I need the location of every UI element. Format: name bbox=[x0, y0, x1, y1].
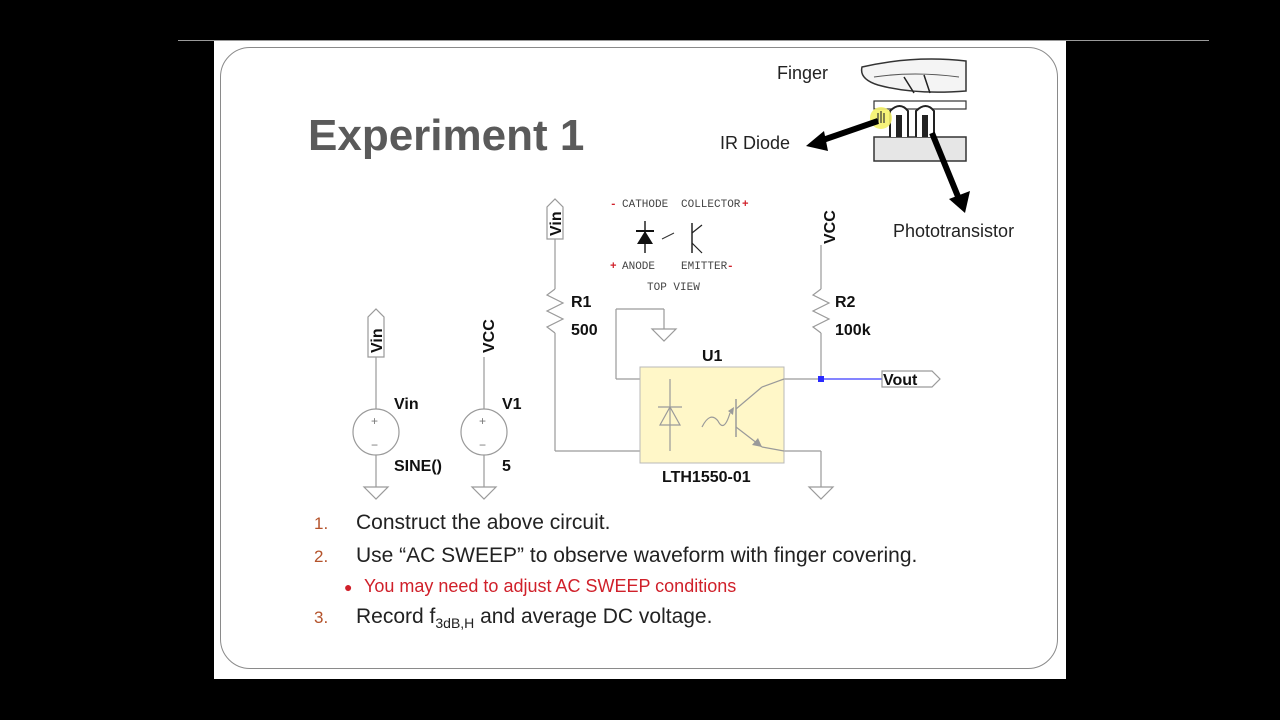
pinout-diagram: - CATHODE COLLECTOR + + ANODE EMITTER - … bbox=[610, 199, 749, 294]
r2-value: 100k bbox=[835, 322, 871, 339]
phototransistor-arrow bbox=[929, 131, 970, 213]
emitter-text: EMITTER bbox=[681, 261, 728, 273]
slide-frame bbox=[220, 47, 1058, 669]
pinout-diode-icon bbox=[636, 221, 675, 253]
ground-icons-left bbox=[362, 486, 498, 500]
u1-name: U1 bbox=[702, 348, 723, 365]
ground-icons-main bbox=[650, 328, 835, 500]
emitter-sign: - bbox=[727, 261, 734, 273]
r1-name: R1 bbox=[571, 294, 592, 311]
left-sources-wires bbox=[375, 357, 485, 487]
r2-name: R2 bbox=[835, 294, 856, 311]
anode-text: ANODE bbox=[622, 261, 655, 273]
vin-tag-top: Vin bbox=[546, 198, 565, 240]
circuit-diagram: - CATHODE COLLECTOR + + ANODE EMITTER - … bbox=[352, 58, 970, 500]
svg-text:+: + bbox=[479, 414, 486, 428]
vin-source-value: SINE() bbox=[394, 458, 442, 475]
v1-source-symbol: + − bbox=[460, 408, 508, 456]
vout-node bbox=[818, 376, 824, 382]
cathode-text: CATHODE bbox=[622, 199, 669, 211]
svg-text:Vout: Vout bbox=[883, 372, 918, 389]
v1-source-value: 5 bbox=[502, 458, 511, 475]
svg-text:−: − bbox=[371, 438, 378, 452]
vcc-tag-top: VCC bbox=[822, 210, 839, 244]
vin-source-symbol: + − bbox=[352, 408, 400, 456]
svg-text:Vin: Vin bbox=[548, 211, 565, 236]
pinout-transistor-icon bbox=[691, 223, 703, 254]
finger-sketch bbox=[860, 58, 967, 162]
u1-part: LTH1550-01 bbox=[662, 469, 751, 486]
v1-source-name: V1 bbox=[502, 396, 522, 413]
step-2: 2.Use “AC SWEEP” to observe waveform wit… bbox=[314, 544, 918, 567]
svg-text:+: + bbox=[371, 414, 378, 428]
slide: Experiment 1 Finger IR Diode Phototransi… bbox=[214, 41, 1066, 679]
slide-title: Experiment 1 bbox=[308, 111, 585, 160]
collector-text: COLLECTOR bbox=[681, 199, 741, 211]
step-3: 3.Record f3dB,H and average DC voltage. bbox=[314, 605, 713, 632]
ir-diode-arrow bbox=[806, 118, 879, 151]
anode-sign: + bbox=[610, 261, 617, 273]
main-wires bbox=[545, 239, 831, 487]
vin-source-name: Vin bbox=[394, 396, 419, 413]
finger-label: Finger bbox=[777, 63, 829, 83]
step-2-bullet: ●You may need to adjust AC SWEEP conditi… bbox=[344, 576, 737, 596]
optocoupler-u1 bbox=[639, 366, 785, 464]
vcc-tag-left: VCC bbox=[481, 319, 498, 353]
svg-text:−: − bbox=[479, 438, 486, 452]
svg-text:Vin: Vin bbox=[369, 328, 386, 353]
step-1: 1.Construct the above circuit. bbox=[314, 511, 611, 534]
top-view-text: TOP VIEW bbox=[647, 282, 700, 294]
ir-diode-label: IR Diode bbox=[720, 133, 791, 153]
vout-tag: Vout bbox=[881, 370, 941, 389]
r1-value: 500 bbox=[571, 322, 598, 339]
top-divider bbox=[178, 40, 1209, 41]
cathode-sign: - bbox=[610, 199, 617, 211]
phototransistor-label: Phototransistor bbox=[893, 221, 1015, 241]
vin-tag-left: Vin bbox=[367, 308, 386, 358]
collector-sign: + bbox=[742, 199, 749, 211]
